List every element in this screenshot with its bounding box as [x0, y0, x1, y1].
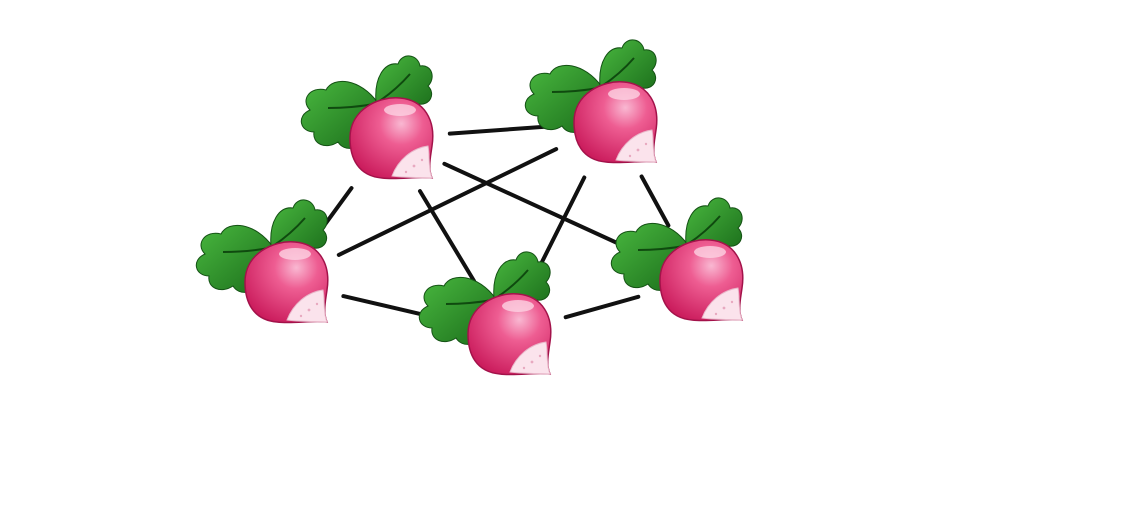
edge-radish-top-left-to-radish-right — [442, 161, 644, 257]
edge-radish-top-left-to-radish-top-right — [447, 124, 553, 136]
edge-radish-top-right-to-radish-right — [639, 174, 671, 228]
edge-radish-center-bottom-to-radish-right — [563, 294, 641, 320]
edge-layer — [317, 124, 671, 322]
radish-top-right-radish-icon — [524, 38, 658, 164]
edge-radish-top-right-to-radish-left — [336, 147, 559, 257]
edge-radish-top-left-to-radish-center-bottom — [418, 189, 476, 283]
radish-center-bottom-radish-icon — [418, 250, 552, 376]
radish-right-radish-icon — [610, 196, 744, 322]
radish-top-left-radish-icon — [300, 54, 434, 180]
radish-left-radish-icon — [195, 198, 329, 324]
node-layer — [195, 38, 744, 376]
